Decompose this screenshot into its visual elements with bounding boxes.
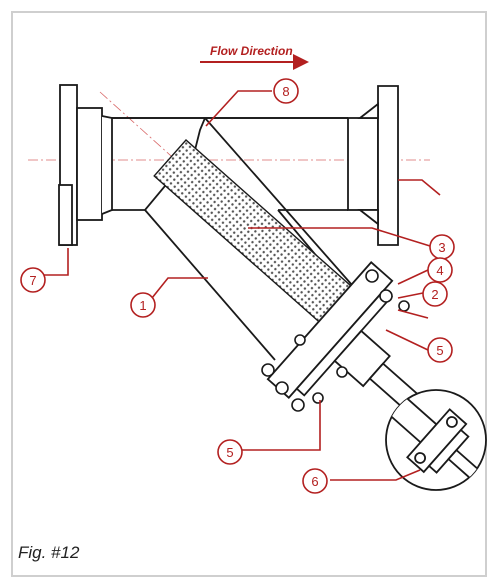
callout-2: 2: [422, 281, 448, 307]
svg-text:1: 1: [139, 298, 146, 313]
flange-bolts: [261, 269, 410, 412]
callout-badges: 8 3 4 2 5 1 7 5: [20, 78, 455, 494]
callout-3: 3: [429, 234, 455, 260]
callout-8: 8: [273, 78, 299, 104]
svg-text:7: 7: [29, 273, 36, 288]
svg-text:4: 4: [436, 263, 443, 278]
svg-text:2: 2: [431, 287, 438, 302]
callout-7: 7: [20, 267, 46, 293]
figure-caption: Fig. #12: [18, 543, 80, 562]
flow-direction-label: Flow Direction: [210, 44, 293, 58]
callout-leaders: [36, 90, 441, 481]
callout-5-bottom: 5: [217, 439, 243, 465]
svg-text:3: 3: [438, 240, 445, 255]
strainer-body: [58, 84, 399, 361]
callout-1: 1: [130, 292, 156, 318]
callout-5-right: 5: [427, 337, 453, 363]
svg-text:8: 8: [282, 84, 289, 99]
svg-text:5: 5: [436, 343, 443, 358]
figure-frame: [11, 11, 487, 577]
svg-text:5: 5: [226, 445, 233, 460]
svg-text:6: 6: [311, 474, 318, 489]
callout-6: 6: [302, 468, 328, 494]
drain-detail-zoom: [385, 389, 487, 491]
callout-4: 4: [427, 257, 453, 283]
